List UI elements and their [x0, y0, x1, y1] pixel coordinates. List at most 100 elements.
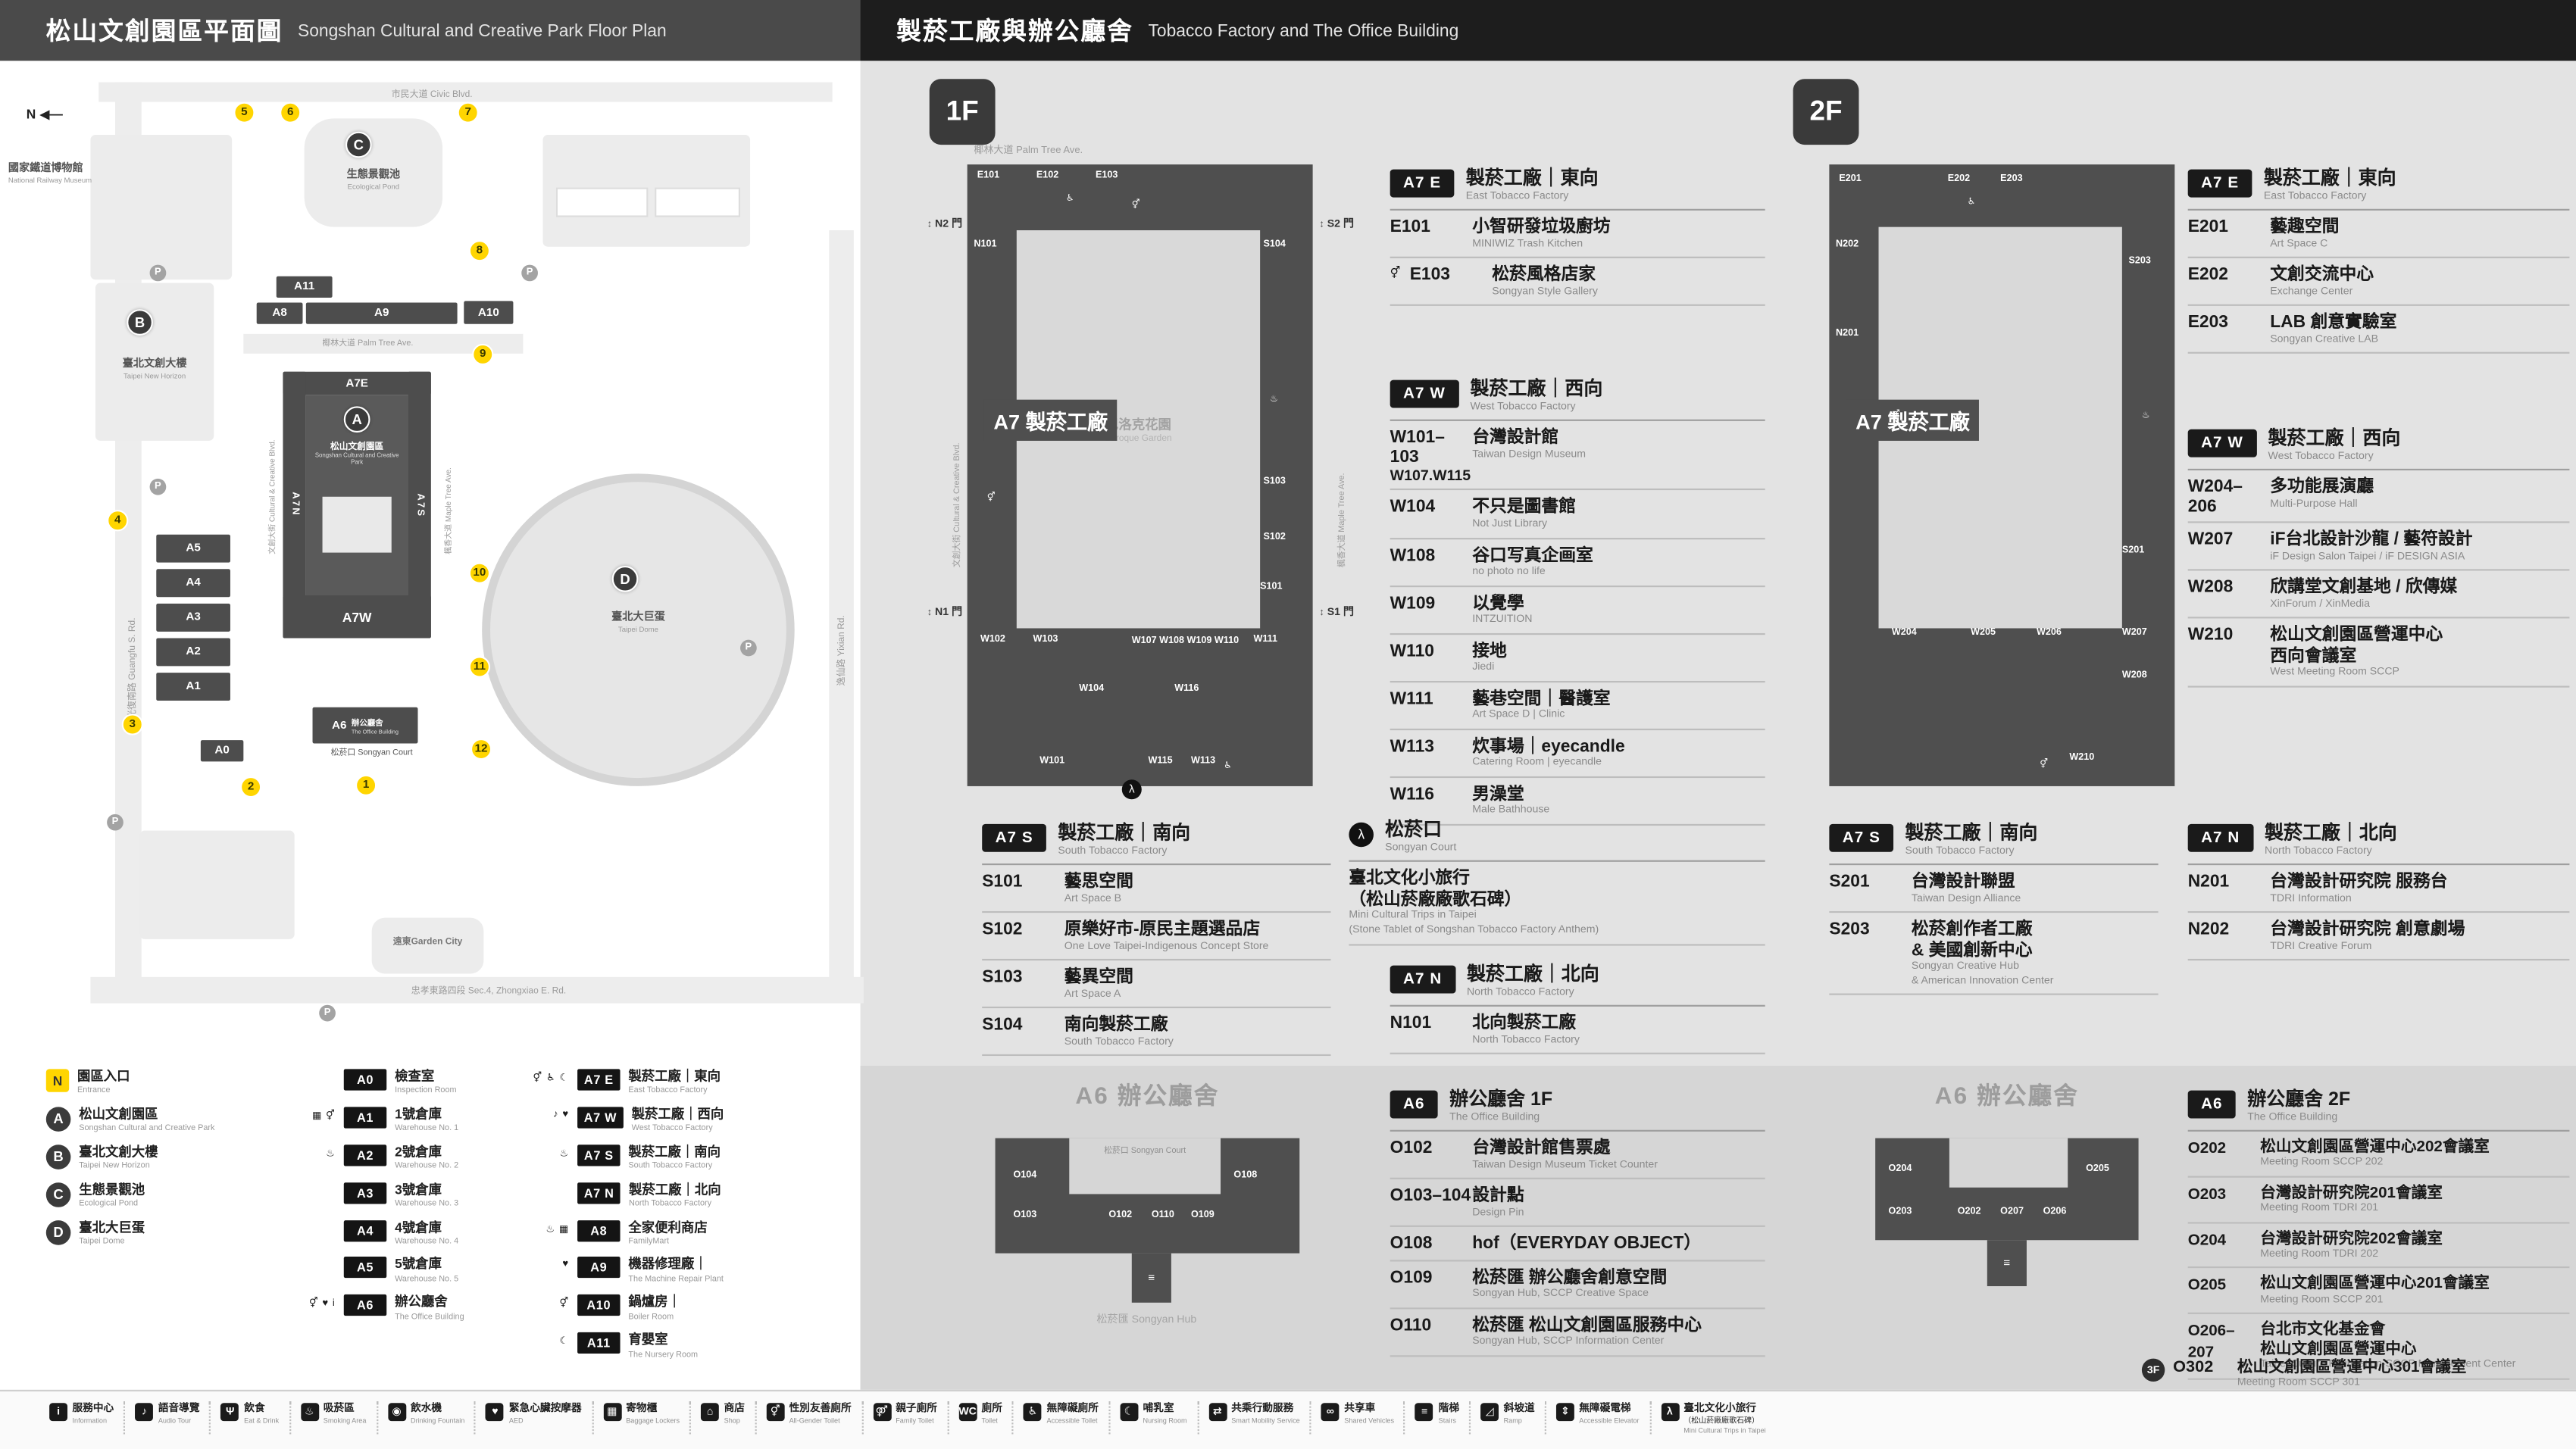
- legend-amenity-icons: [523, 1182, 569, 1185]
- stairs-icon: ↕: [927, 608, 933, 619]
- park-map: N ◀— 國家鐵道博物館 National Railway Museum C 生…: [0, 61, 864, 1053]
- park-center-block: A 松山文創園區 Songshan Cultural and Creative …: [305, 395, 408, 596]
- room-label: W207: [2121, 628, 2147, 639]
- marker-d: D: [611, 565, 639, 592]
- pond-label: 生態景觀池 Ecological Pond: [346, 169, 401, 192]
- legend-amenity-icons: ⚥: [559, 1300, 570, 1310]
- left-title-en: Songshan Cultural and Creative Park Floo…: [298, 20, 667, 41]
- room-label: O109: [1190, 1210, 1215, 1221]
- legend-row: D 臺北大巨蛋 Taipei Dome: [45, 1219, 215, 1248]
- stairs-icon: ↕: [1319, 608, 1324, 619]
- amenity-legend-item: ◿ 斜坡道 Ramp: [1469, 1401, 1545, 1435]
- entrance-marker: 8: [468, 240, 491, 262]
- legend-row: ♨ A2 2號倉庫 Warehouse No. 2: [289, 1144, 464, 1173]
- legend-amenity-icons: ☾: [559, 1337, 570, 1348]
- a6-plan-title-2f: A6 辦公廳舍: [1934, 1083, 2079, 1110]
- walking-person-icon: λ: [1349, 822, 1374, 848]
- legend-badge: A4: [343, 1219, 387, 1241]
- legend-amenity-icons: [289, 1182, 336, 1185]
- room-label: W102: [980, 635, 1005, 645]
- room-label: E201: [1839, 174, 1862, 185]
- amenity-legend-item: ♪ 語音導覽 Audio Tour: [123, 1401, 209, 1435]
- room-label: W107 W108 W109 W110: [1131, 636, 1240, 647]
- building-a9: A9: [305, 302, 458, 324]
- legend-row: ⚥ ♥ i A6 辦公廳舍 The Office Building: [289, 1294, 464, 1323]
- legend-row: ▦ ⚥ A1 1號倉庫 Warehouse No. 1: [289, 1107, 464, 1135]
- amenity-legend-item: ⇕ 無障礙電梯 Accessible Elevator: [1544, 1401, 1649, 1435]
- room-label: W103: [1033, 635, 1058, 645]
- street-maple-1f: 楓香大道 Maple Tree Ave.: [1337, 473, 1348, 568]
- street-zhongxiao: 忠孝東路四段 Sec.4, Zhongxiao E. Rd.: [411, 986, 567, 997]
- room-label: O206: [2043, 1207, 2067, 1217]
- section-badge: A7 W: [2187, 429, 2257, 457]
- court-note-en2: (Stone Tablet of Songshan Tobacco Factor…: [1349, 923, 1599, 935]
- legend-amenity-icons: ▦ ⚥: [311, 1111, 336, 1122]
- building-a1: A1: [156, 673, 230, 701]
- stairs-icon: ↕: [927, 220, 933, 230]
- room-label: W206: [2036, 628, 2062, 639]
- room-label: S102: [1263, 532, 1286, 543]
- amenity-icon: ⚥: [1131, 200, 1140, 211]
- legend-amenity-icons: ⚥ ♿ ☾: [533, 1073, 570, 1084]
- street-yixian: 逸仙路 Yixian Rd.: [837, 615, 848, 686]
- floor-badge-2f: 2F: [1793, 79, 1859, 145]
- north-arrow-icon: N ◀—: [26, 107, 63, 122]
- room-label: E103: [1096, 170, 1118, 181]
- audio-tour-icon: ♪: [135, 1403, 154, 1422]
- legend-badge: A0: [343, 1069, 387, 1091]
- ramp-icon: ◿: [1480, 1403, 1499, 1422]
- entrance-marker: 3: [121, 714, 143, 735]
- legend-badge: A5: [343, 1257, 387, 1279]
- legend-badge: A7 W: [577, 1107, 624, 1129]
- room-label: W210: [2069, 753, 2095, 764]
- amenity-legend-item: ♥ 緊急心臟按摩器 AED: [474, 1401, 591, 1435]
- street-guangfu: 光復南路 Guangfu S. Rd.: [128, 617, 139, 719]
- section-badge: A7 N: [2187, 823, 2253, 852]
- street-cultural-1f: 文創大街 Cultural & Creative Blvd.: [952, 442, 963, 568]
- room-label: E203: [2000, 174, 2023, 185]
- court-note-line2: （松山菸廠廠歌石碑）: [1349, 888, 1522, 909]
- gate-n1: ↕ N1 門: [927, 607, 963, 619]
- road-zhongxiao: [90, 976, 864, 1004]
- northeast-box-2: [655, 187, 741, 217]
- amenity-legend-item: λ 臺北文化小旅行 （松山菸廠廠歌石碑） Mini Cultural Trips…: [1649, 1401, 1776, 1435]
- baggage-lockers-icon: ▦: [602, 1403, 621, 1422]
- legend-row: A0 檢查室 Inspection Room: [289, 1069, 464, 1097]
- section-badge: A7 E: [1390, 169, 1455, 198]
- marker-c: C: [345, 131, 372, 158]
- legend-marker: B: [45, 1144, 71, 1170]
- room-name-zh: 松山文創園區營運中心301會議室: [2237, 1358, 2467, 1377]
- amenity-icon: ⚥: [986, 493, 996, 504]
- section-badge: A7 E: [2187, 169, 2252, 198]
- amenity-legend-strip: i 服務中心 Information ♪ 語音導覽 Audio Tour Ψ 飲…: [0, 1389, 2576, 1449]
- legend-amenity-icons: ♨ ▦: [546, 1224, 570, 1235]
- a6-2f-courtyard: [1949, 1138, 2068, 1188]
- entrance-marker: 2: [239, 776, 262, 798]
- southwest-block: [139, 830, 295, 939]
- room-label: N201: [1836, 329, 1859, 339]
- new-horizon-label: 臺北文創大樓 Taipei New Horizon: [122, 358, 187, 381]
- mini-trips-icon: λ: [1660, 1403, 1679, 1422]
- amenity-legend-item: ∞ 共享車 Shared Vehicles: [1309, 1401, 1404, 1435]
- legend-marker: C: [45, 1182, 71, 1207]
- a7-label-1f: A7 製菸工廠: [983, 399, 1118, 441]
- court-note-line1: 臺北文化小旅行: [1349, 868, 1470, 888]
- entrance-marker: 5: [233, 101, 255, 123]
- amenity-icon: ♨: [1270, 395, 1278, 405]
- a6-office-zh: 辦公廳舍: [351, 719, 383, 728]
